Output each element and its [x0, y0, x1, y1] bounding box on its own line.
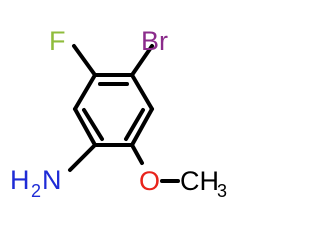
bond-to-oxygen	[130, 143, 144, 165]
methyl-sub-label: 3	[217, 181, 227, 201]
ring-bond-c6-c1	[73, 73, 97, 111]
ring-bond-c5-c6	[73, 107, 97, 147]
bond-lines	[68, 44, 180, 183]
bond-to-bromine	[130, 44, 154, 77]
ring-bond-c3-c4	[130, 107, 154, 147]
amine-sub-label: 2	[31, 181, 41, 201]
methyl-label: CH	[180, 166, 219, 196]
molecule-structure: F Br H 2 N O CH 3	[10, 26, 227, 201]
ring-bond-c5-c6-inner	[82, 108, 104, 141]
atom-labels: F Br H 2 N O CH 3	[10, 26, 227, 201]
bromine-label: Br	[141, 26, 168, 56]
fluorine-label: F	[49, 26, 66, 56]
oxygen-label: O	[139, 166, 160, 196]
bond-to-fluorine	[72, 44, 97, 77]
bond-to-nitrogen	[68, 143, 97, 172]
amine-n-label: N	[42, 165, 62, 195]
amine-h-label: H	[10, 165, 30, 195]
ring-bond-c3-c4-inner	[124, 108, 145, 141]
ring-bond-c2-c3	[130, 73, 154, 111]
